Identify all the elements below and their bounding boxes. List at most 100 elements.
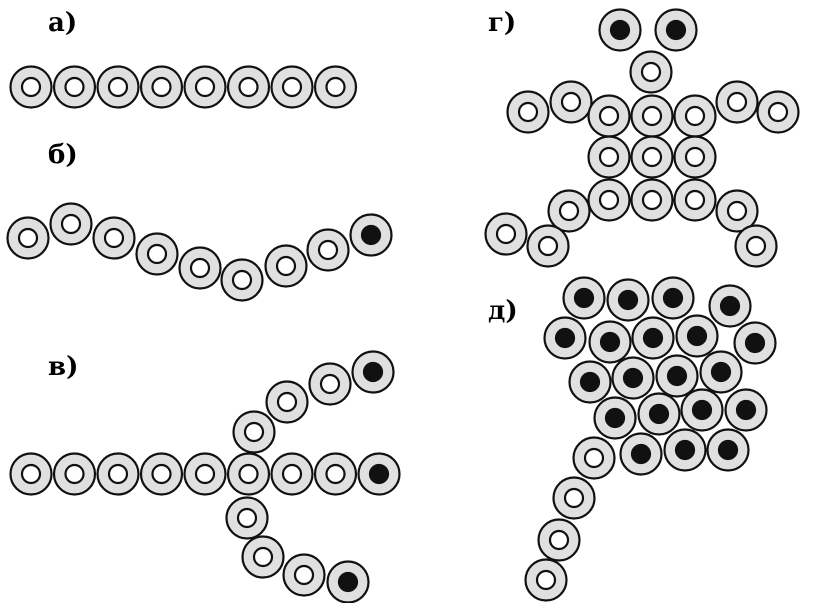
filled-core xyxy=(662,287,684,309)
bead-8 xyxy=(357,452,401,496)
open-core xyxy=(563,487,585,509)
bead-6 xyxy=(270,65,314,109)
bead-5 xyxy=(220,258,264,302)
bead-7 xyxy=(313,65,358,109)
open-core xyxy=(767,101,789,123)
filled-core xyxy=(604,407,626,429)
bead-14 xyxy=(673,178,717,222)
open-core xyxy=(151,463,172,485)
open-core xyxy=(281,463,303,485)
filled-core xyxy=(686,325,708,347)
open-core xyxy=(275,255,297,277)
filled-core xyxy=(622,367,644,389)
open-core xyxy=(103,227,125,249)
bead-16 xyxy=(724,388,768,432)
panel-v-main-chain xyxy=(9,452,401,496)
filled-core xyxy=(360,224,382,246)
panel-v-upper-branch xyxy=(232,350,395,454)
filled-core xyxy=(719,295,741,317)
open-core xyxy=(558,200,580,222)
bead-11 xyxy=(547,189,591,233)
bead-18 xyxy=(663,428,707,472)
filled-core xyxy=(368,463,390,485)
open-core xyxy=(238,76,259,98)
bead-1 xyxy=(654,8,698,52)
bead-16 xyxy=(484,212,528,256)
open-core xyxy=(535,569,557,591)
bead-6 xyxy=(631,316,675,360)
bead-4 xyxy=(630,94,674,138)
bead-8 xyxy=(587,135,631,179)
open-core xyxy=(194,463,216,485)
bead-15 xyxy=(680,388,724,432)
panel-g-polar xyxy=(484,50,800,268)
bead-0 xyxy=(562,276,606,320)
open-core xyxy=(151,76,172,98)
open-core xyxy=(236,507,258,529)
bead-4 xyxy=(183,65,227,109)
bead-1 xyxy=(265,380,309,424)
bead-10 xyxy=(673,135,717,179)
bead-13 xyxy=(630,178,674,222)
open-core xyxy=(317,239,339,261)
open-core xyxy=(537,235,559,257)
open-core xyxy=(641,105,663,127)
open-core xyxy=(194,76,216,98)
bead-4 xyxy=(543,316,587,360)
bead-1 xyxy=(552,476,596,520)
panel-g-nonpolar xyxy=(598,8,698,52)
filled-core xyxy=(609,19,631,41)
open-core xyxy=(238,463,259,485)
bead-3 xyxy=(524,558,568,602)
bead-2 xyxy=(651,276,695,320)
bead-0 xyxy=(225,496,269,540)
bead-5 xyxy=(588,320,632,364)
filled-core xyxy=(579,371,601,393)
bead-1 xyxy=(606,278,650,322)
bead-7 xyxy=(675,314,719,358)
open-core xyxy=(560,91,582,113)
bead-7 xyxy=(313,452,358,496)
open-core xyxy=(641,146,663,168)
bead-6 xyxy=(264,244,308,288)
panel-v-label: в) xyxy=(48,352,79,382)
bead-0 xyxy=(598,8,642,52)
bead-2 xyxy=(308,362,352,406)
bead-3 xyxy=(139,65,184,109)
open-core xyxy=(189,257,211,279)
open-core xyxy=(745,235,767,257)
bead-0 xyxy=(9,452,53,496)
open-core xyxy=(684,189,706,211)
bead-3 xyxy=(326,560,370,603)
open-core xyxy=(517,101,539,123)
bead-5 xyxy=(226,65,271,109)
bead-2 xyxy=(549,80,593,124)
filled-core xyxy=(717,439,739,461)
bead-5 xyxy=(673,94,717,138)
open-core xyxy=(548,529,570,551)
bead-0 xyxy=(232,410,276,454)
bead-0 xyxy=(9,65,53,109)
open-core xyxy=(20,463,42,485)
panel-b-chain xyxy=(6,202,393,302)
open-core xyxy=(281,76,303,98)
bead-3 xyxy=(351,350,395,394)
panel-d-label: д) xyxy=(488,296,518,326)
open-core xyxy=(17,227,39,249)
filled-core xyxy=(691,399,713,421)
open-core xyxy=(231,269,253,291)
bead-6 xyxy=(270,452,314,496)
bead-5 xyxy=(226,452,271,496)
filled-core xyxy=(744,332,766,354)
open-core xyxy=(146,243,168,265)
open-core xyxy=(252,546,274,568)
panel-d-polar-tail xyxy=(524,436,616,602)
bead-extra xyxy=(706,428,750,472)
open-core xyxy=(107,463,129,485)
open-core xyxy=(276,391,298,413)
filled-core xyxy=(337,571,359,593)
bead-8 xyxy=(733,321,777,365)
open-core xyxy=(495,223,517,245)
bead-2 xyxy=(96,452,140,496)
